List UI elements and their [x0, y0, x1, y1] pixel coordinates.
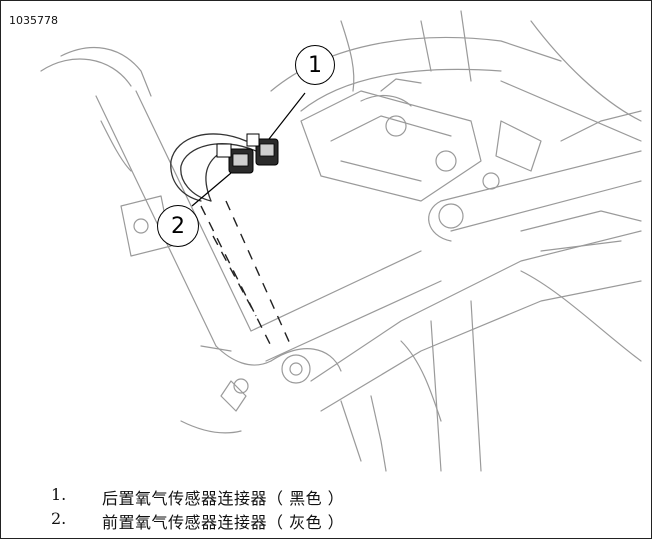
legend-item-2-text: 前置氧气传感器连接器（ 灰色 ）	[102, 513, 345, 532]
callout-2: 2	[157, 205, 199, 247]
callout-1-label: 1	[308, 52, 322, 78]
callout-1: 1	[295, 45, 335, 85]
callout-2-label: 2	[171, 213, 185, 239]
legend-item-1: 1. 后置氧气传感器连接器（ 黑色 ）	[1, 485, 653, 509]
legend-item-2-number: 2.	[51, 509, 67, 528]
figure-id: 1035778	[9, 14, 58, 27]
front-o2-connector	[216, 143, 254, 174]
rear-o2-connector	[246, 133, 279, 166]
legend-item-2: 2. 前置氧气传感器连接器（ 灰色 ）	[1, 509, 653, 533]
legend-item-1-text: 后置氧气传感器连接器（ 黑色 ）	[102, 489, 345, 508]
legend-item-1-number: 1.	[51, 485, 67, 504]
